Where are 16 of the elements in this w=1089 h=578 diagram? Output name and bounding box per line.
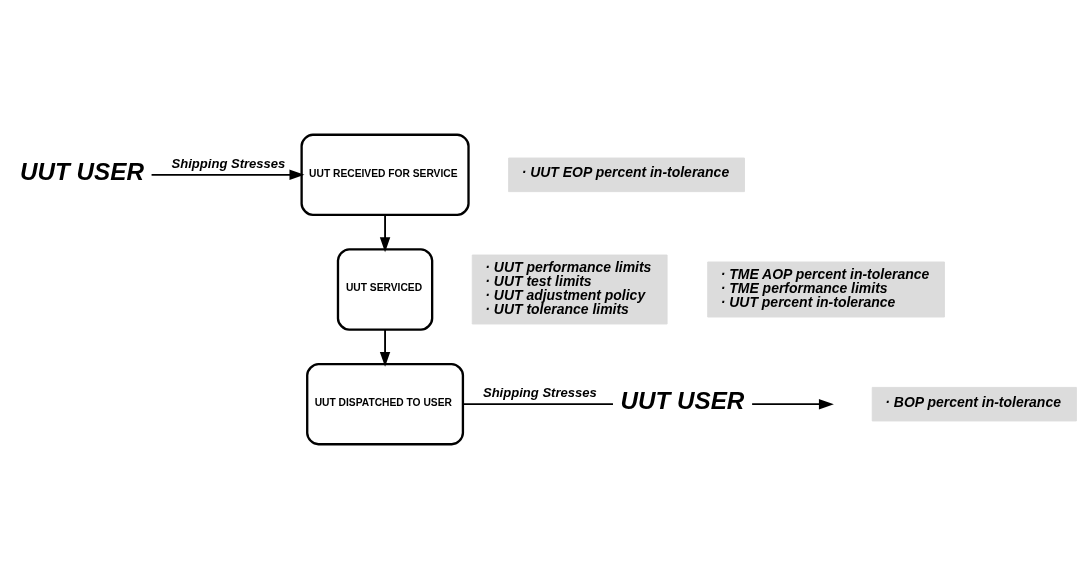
- node-text: UUT USER: [20, 157, 144, 185]
- node-box: UUT DISPATCHED TO USER: [306, 362, 465, 445]
- node-box: · UUT EOP percent in-tolerance: [508, 157, 745, 192]
- edge-label: Shipping Stresses: [482, 384, 597, 400]
- arrow: [379, 328, 391, 367]
- node-text: UUT USER: [620, 386, 745, 414]
- connector: [462, 402, 614, 405]
- arrow: [379, 213, 391, 252]
- node-box: · BOP percent in-tolerance: [871, 386, 1077, 421]
- node-box: UUT SERVICED: [336, 247, 434, 331]
- node-box: UUT RECEIVED FOR SERVICE: [300, 133, 470, 216]
- arrow: [150, 169, 305, 180]
- edge-label: Shipping Stresses: [171, 155, 286, 171]
- node-box: · UUT performance limits · UUT test limits · UUT adjustment policy · UUT tolerance limits: [471, 254, 668, 324]
- arrow: [751, 398, 834, 409]
- node-box: · TME AOP percent in-tolerance · TME performance limits · UUT percent in-tolerance: [707, 261, 945, 317]
